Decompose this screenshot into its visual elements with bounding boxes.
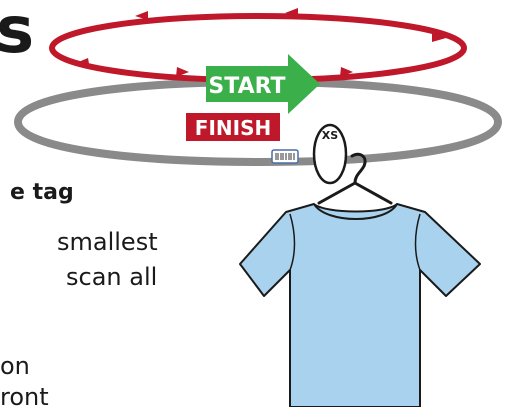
start-label: START (208, 74, 285, 99)
finish-label: FINISH (195, 116, 271, 140)
tshirt-icon (240, 204, 480, 407)
size-tag-icon: XS (314, 125, 346, 183)
barcode-label-icon (272, 150, 298, 163)
start-arrow: START (206, 54, 320, 114)
finish-box: FINISH (186, 113, 280, 141)
size-tag-label: XS (322, 129, 338, 142)
